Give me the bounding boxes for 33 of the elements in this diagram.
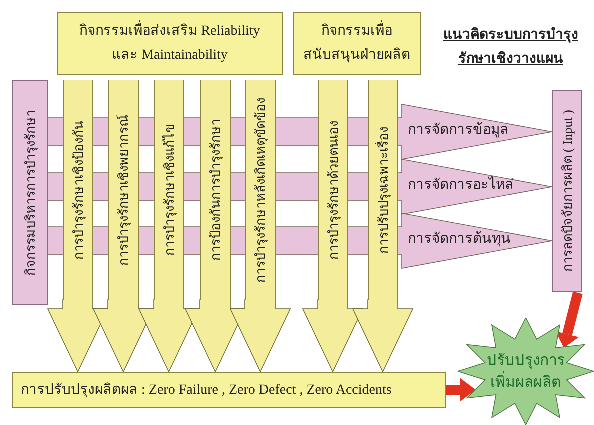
arrow — [446, 378, 476, 402]
node-text: กิจกรรมบริหารการบำรุงรักษา — [22, 110, 38, 276]
activity-arrow-column — [368, 80, 398, 300]
node-text: การจัดการต้นทุน — [408, 231, 511, 249]
node-text: การจัดการอะไหล่ — [408, 177, 514, 195]
activity-arrow-column — [63, 80, 93, 300]
node-text: การบำรุงรักษาเชิงพยากรณ์ — [116, 114, 131, 266]
starburst — [458, 318, 594, 425]
process-box — [293, 12, 421, 75]
node-text: การบำรุงรักษาด้วยตนเอง — [326, 120, 340, 260]
node-text: การบำรุงรักษาหลังเกิดเหตุขัดข้อง — [253, 98, 268, 282]
node-text: กิจกรรมเพื่อส่งเสริม Reliability และ Maintainability — [66, 20, 274, 68]
node-text: ปรับปรุงการเพิ่มผลผลิต — [486, 352, 566, 392]
block-arrow-head — [352, 300, 414, 373]
activity-arrow-column — [154, 80, 184, 300]
node-text: การปรับปรุงผลิตผล : Zero Failure , Zero Defect , Zero Accidents — [21, 382, 392, 400]
process-box — [12, 372, 446, 408]
block-arrow-head — [230, 300, 292, 373]
activity-column — [552, 90, 582, 292]
node-text: การบำรุงรักษาเชิงป้องกัน — [70, 120, 86, 260]
node-text: การบำรุงรักษาเชิงแก้ไข — [162, 124, 176, 256]
node-text: การจัดการข้อมูล — [408, 122, 509, 140]
title: แนวคิดระบบการบำรุงรักษาเชิงวางแผน — [442, 26, 580, 69]
node-text: การลดปัจจัยการผลิต ( Input ) — [560, 110, 574, 272]
activity-arrow-column — [245, 80, 276, 300]
node-text: กิจกรรมเพื่อสนับสนุนฝ่ายผลิต — [302, 20, 412, 68]
process-box — [57, 12, 283, 75]
activity-column — [12, 80, 48, 305]
activity-arrow-column — [108, 80, 139, 300]
node-text: การปรับปรุงเฉพาะเรื่อง — [376, 126, 390, 254]
activity-arrow-column — [200, 80, 231, 300]
activity-arrow-column — [318, 80, 348, 300]
node-text: การป้องกันการบำรุงรักษา — [208, 119, 223, 261]
